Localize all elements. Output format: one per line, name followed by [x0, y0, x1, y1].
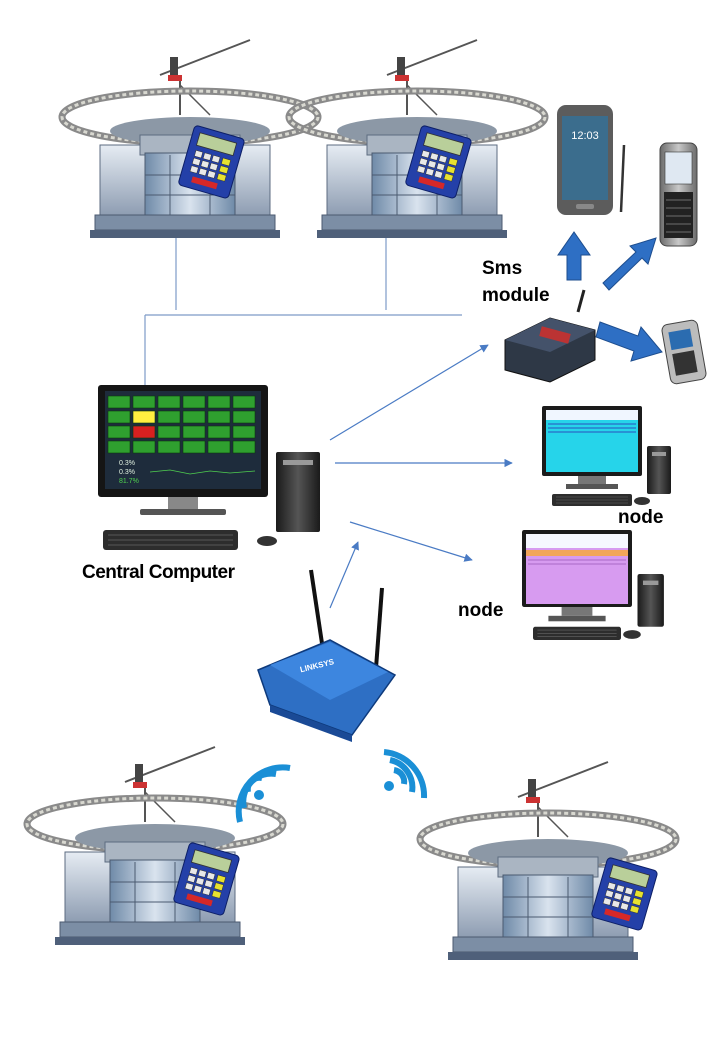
wireless-router-icon: LINKSYS: [257, 569, 397, 742]
central-computer-label: Central Computer: [82, 562, 235, 583]
stat-1: 0.3%: [119, 460, 135, 467]
knitting-machine-bottom-left: [27, 747, 283, 945]
network-links: [144, 225, 462, 385]
wifi-signal-right-icon: [383, 749, 428, 799]
sms-module-label-line2: module: [482, 285, 550, 306]
node-computer-bottom-icon: [521, 529, 665, 641]
stat-2: 0.3%: [119, 469, 135, 476]
node-label-top: node: [618, 507, 664, 528]
smartphone-icon: 12:03: [557, 105, 626, 215]
node-label-bottom: node: [458, 600, 504, 621]
node-computer-top-icon: [541, 405, 672, 507]
knitting-machine-bottom-right: [420, 762, 676, 960]
sms-module-icon: [504, 289, 596, 383]
knitting-machine-top-right: [289, 40, 545, 238]
flip-phone-icon: [661, 319, 707, 385]
central-computer-icon: 0.3% 0.3% 81.7%: [98, 385, 320, 550]
qwerty-phone-icon: [659, 142, 698, 247]
knitting-machine-top-left: [62, 40, 318, 238]
sms-module-label-line1: Sms: [482, 258, 523, 279]
wifi-signal-left-icon: [235, 764, 291, 823]
data-arrows: [329, 344, 513, 609]
stat-3: 81.7%: [119, 478, 139, 485]
phone-clock: 12:03: [571, 130, 599, 142]
sms-arrows: [557, 231, 663, 362]
